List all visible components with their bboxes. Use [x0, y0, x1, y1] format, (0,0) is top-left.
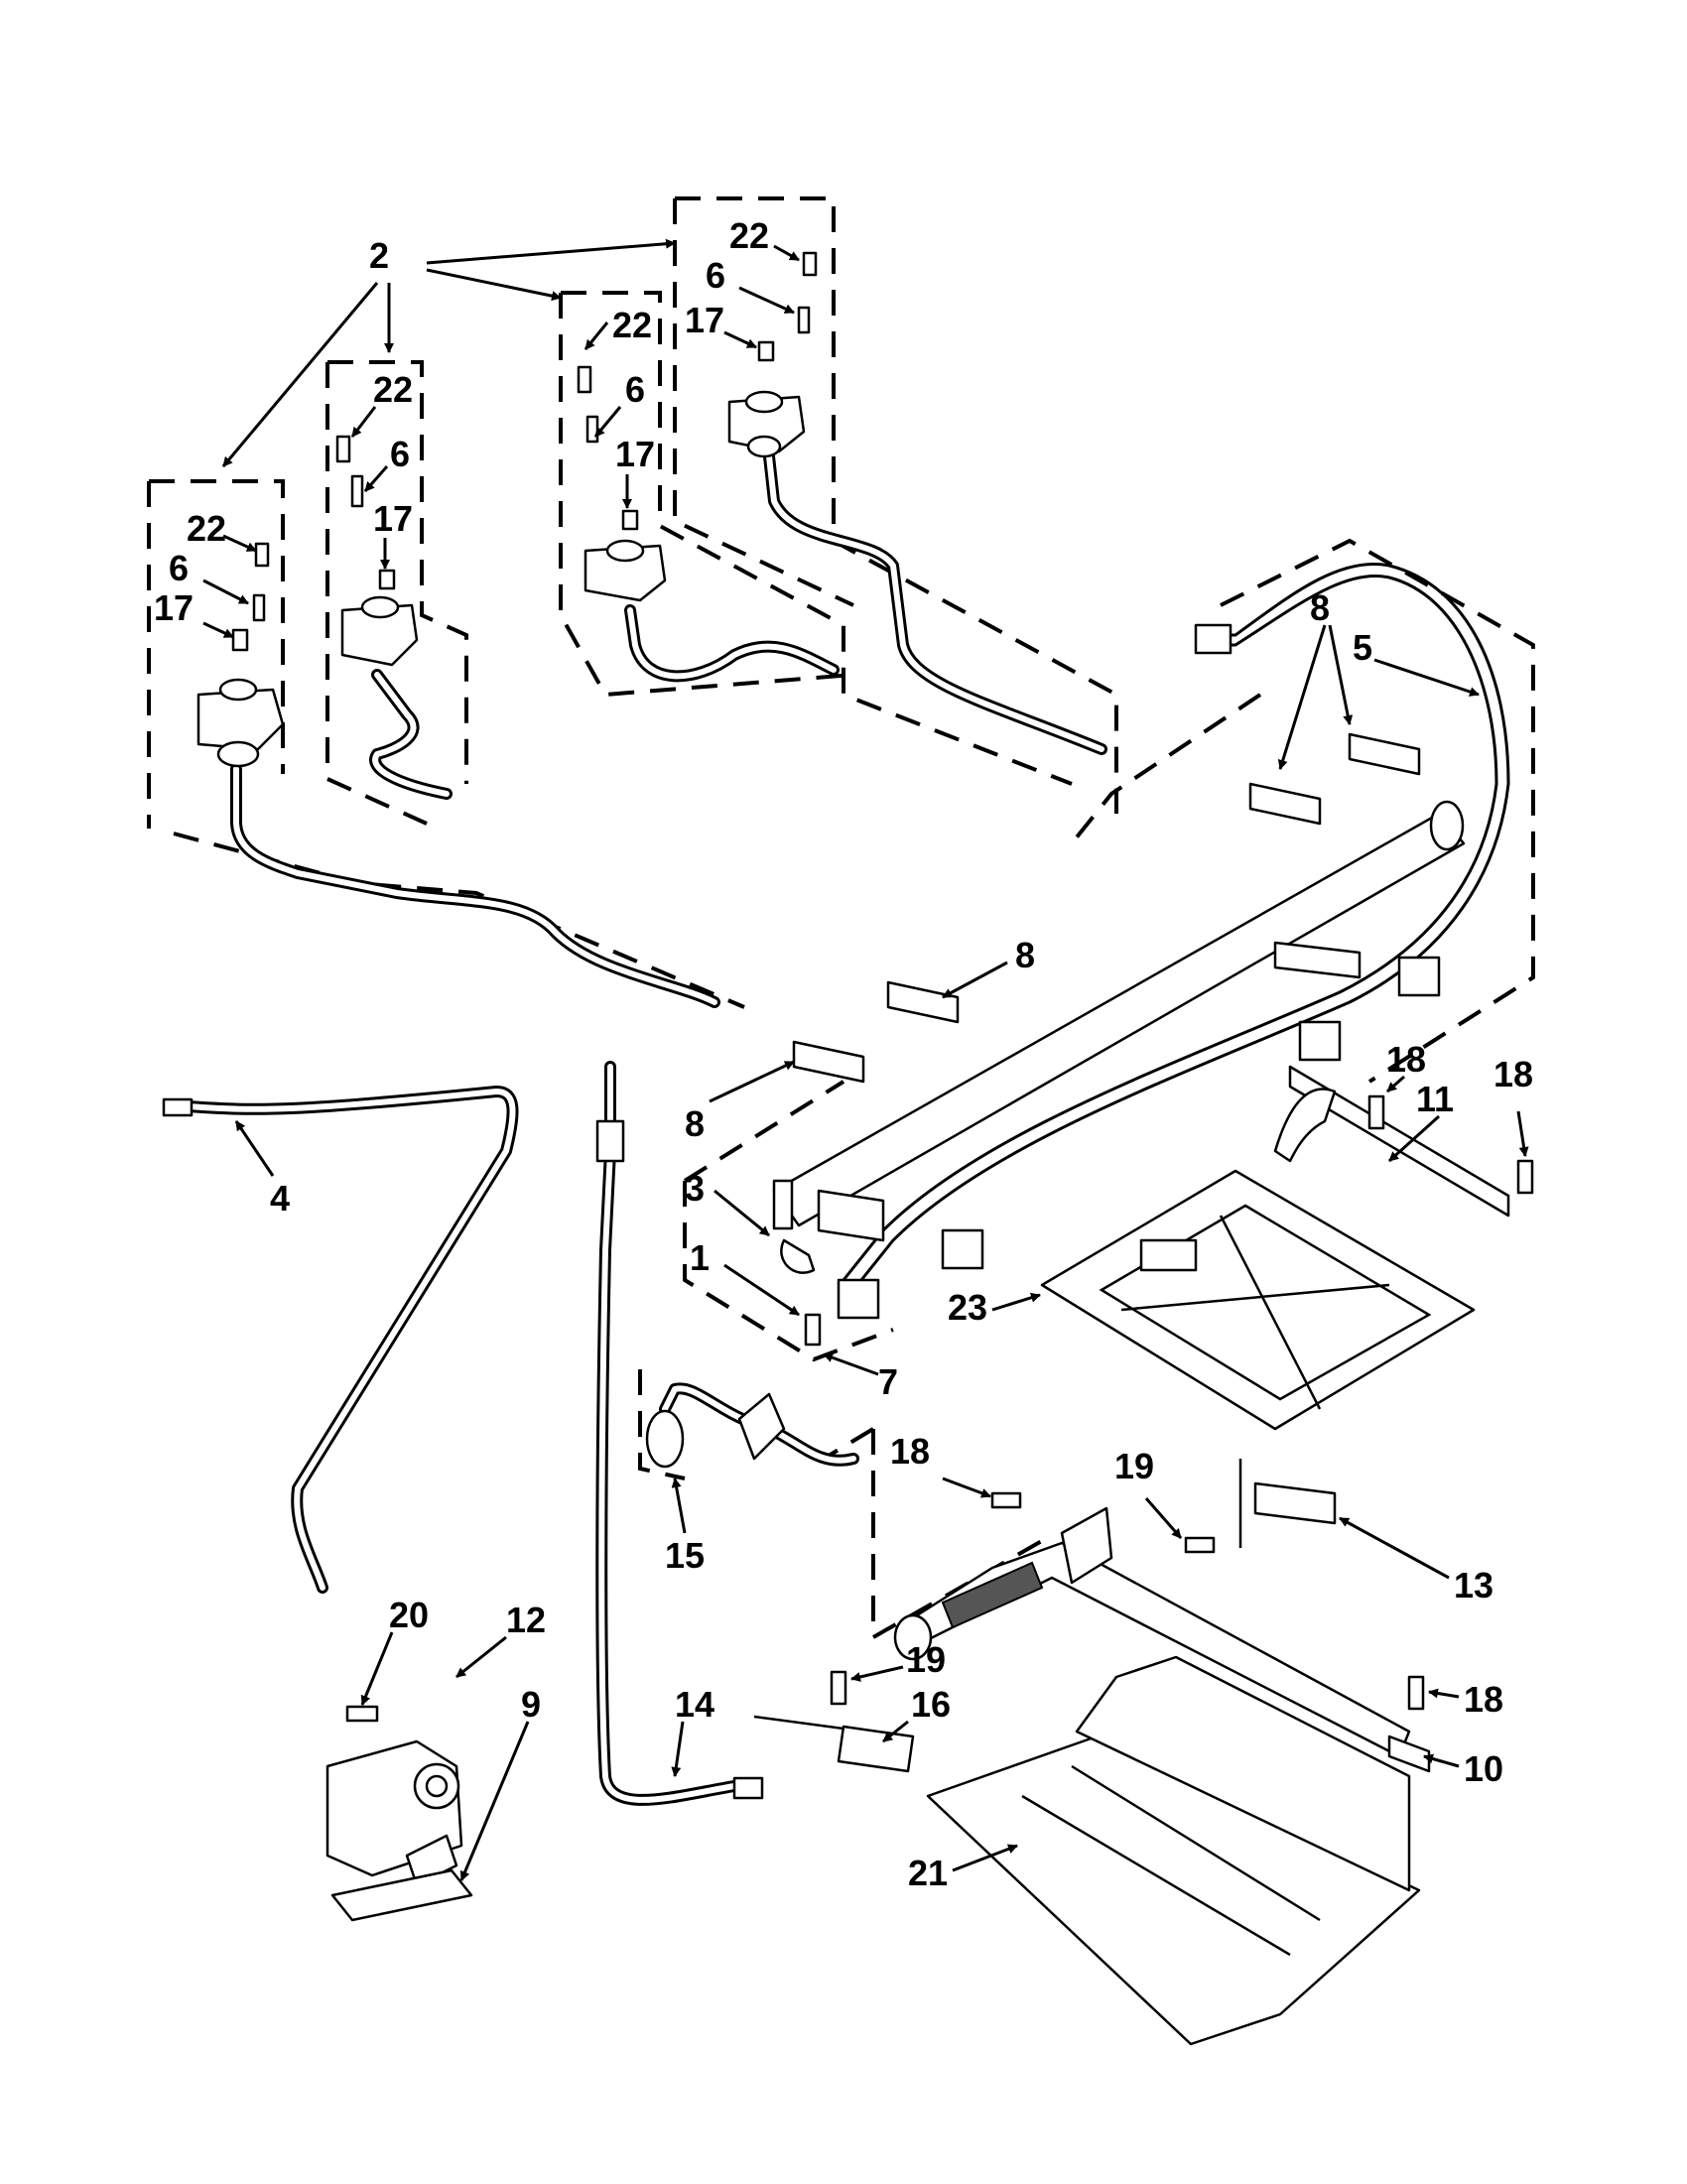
callout-18-a: 18: [1386, 1039, 1426, 1080]
callout-22-a: 22: [729, 215, 769, 256]
callout-15: 15: [665, 1535, 705, 1576]
burner-valve-3[interactable]: [584, 539, 667, 602]
callout-4: 4: [270, 1178, 290, 1219]
callout-12: 12: [506, 1600, 546, 1640]
manifold-outline: [683, 538, 1535, 1362]
callout-20: 20: [389, 1595, 429, 1635]
callout-18-d: 18: [1464, 1679, 1503, 1720]
callout-1: 1: [690, 1237, 710, 1278]
callout-6-a: 6: [706, 255, 725, 296]
screw-18-lower[interactable]: [1407, 1675, 1425, 1711]
callout-16: 16: [911, 1684, 951, 1725]
callout-19-b: 19: [906, 1639, 946, 1680]
callout-7: 7: [878, 1361, 898, 1402]
callout-18-c: 18: [890, 1431, 930, 1472]
orifice-holder-1[interactable]: [792, 1040, 865, 1084]
callout-17-c: 17: [373, 498, 413, 539]
burner-valve-1[interactable]: [196, 678, 285, 768]
burner-valve-2[interactable]: [340, 595, 419, 667]
callout-13: 13: [1454, 1565, 1493, 1606]
valve-tubes: [230, 450, 1107, 1008]
callout-3: 3: [685, 1168, 705, 1209]
callout-17-a: 17: [685, 300, 724, 340]
orifice-holder-3[interactable]: [1248, 782, 1322, 826]
regulator-bracket[interactable]: [330, 1868, 473, 1922]
bake-igniter-bracket[interactable]: [753, 1715, 915, 1773]
callout-22-b: 22: [612, 305, 652, 345]
igniter-blocks: [837, 956, 1441, 1320]
burner-baffle[interactable]: [926, 1655, 1421, 2046]
regulator-screw[interactable]: [345, 1705, 379, 1723]
orifice-holder-4[interactable]: [1348, 732, 1421, 776]
bracket-screw[interactable]: [804, 1313, 822, 1347]
bake-burner[interactable]: [893, 1506, 1431, 1773]
valve-hardware: [231, 251, 818, 652]
leader-lines: [202, 238, 1529, 1881]
valve-group-outline-4: [673, 196, 1118, 814]
valve-group-outline-2: [325, 360, 468, 826]
screw-18-bracket[interactable]: [1516, 1159, 1534, 1195]
screw-19-igniter[interactable]: [1184, 1536, 1216, 1554]
callout-8-a: 8: [1310, 587, 1330, 628]
elbow-tube[interactable]: [645, 1382, 859, 1469]
callout-18-b: 18: [1493, 1054, 1533, 1094]
callout-17-d: 17: [154, 587, 194, 628]
callout-11: 11: [1416, 1079, 1454, 1119]
gas-supply-tube[interactable]: [595, 1061, 764, 1806]
screw-18-burner[interactable]: [990, 1491, 1022, 1509]
broil-burner-bracket[interactable]: [1273, 1065, 1510, 1218]
callout-8-b: 8: [1015, 935, 1035, 975]
burner-shield[interactable]: [1040, 1169, 1476, 1431]
callout-19-a: 19: [1114, 1446, 1154, 1486]
callout-21: 21: [908, 1853, 948, 1893]
callout-6-d: 6: [169, 548, 189, 588]
callout-22-c: 22: [373, 369, 413, 410]
callout-10: 10: [1464, 1748, 1503, 1789]
manifold-bracket[interactable]: [780, 1238, 816, 1274]
burner-valve-4[interactable]: [727, 390, 806, 458]
callout-14: 14: [675, 1684, 714, 1725]
callout-17-b: 17: [615, 434, 655, 474]
pressure-regulator[interactable]: [325, 1739, 463, 1887]
burner-manifold[interactable]: [772, 800, 1466, 1230]
regulator-tube[interactable]: [162, 1086, 519, 1594]
callout-9: 9: [521, 1684, 541, 1725]
tube-outline: [638, 1369, 686, 1480]
orifice-holder-2[interactable]: [886, 980, 960, 1024]
screw-19-bracket[interactable]: [830, 1670, 847, 1706]
screw-18-upper[interactable]: [1367, 1094, 1385, 1130]
bake-igniter[interactable]: [1238, 1459, 1337, 1548]
callout-23: 23: [948, 1287, 987, 1328]
callout-5: 5: [1353, 627, 1372, 668]
callout-6-c: 6: [390, 434, 410, 474]
callout-2: 2: [369, 235, 389, 276]
callout-6-b: 6: [625, 369, 645, 410]
callout-22-d: 22: [187, 508, 226, 549]
manifold-support-bracket: [817, 941, 1362, 1242]
callout-8-c: 8: [685, 1103, 705, 1144]
valve-group-outline-3: [559, 291, 1073, 786]
igniter-harness[interactable]: [842, 563, 1510, 1291]
